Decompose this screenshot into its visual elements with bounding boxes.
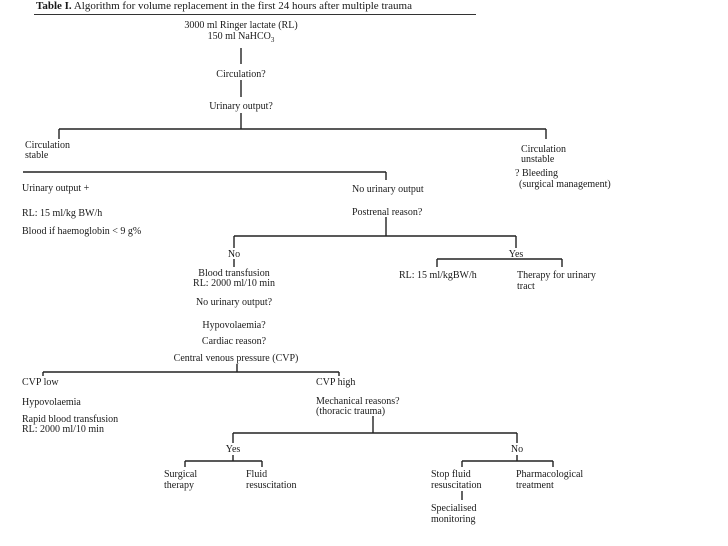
circulation-question: Circulation?: [216, 69, 266, 80]
yes-label-mechanical: Yes: [225, 444, 241, 455]
circulation-unstable-line1: Circulation: [521, 144, 566, 155]
circulation-stable-line1: Circulation: [25, 140, 70, 151]
hypovolaemia: Hypovolaemia: [22, 397, 81, 408]
bleeding-line1: ? Bleeding: [515, 168, 559, 179]
title-rule: [34, 14, 476, 15]
therapy-urinary-tract-line1: Therapy for urinary: [517, 270, 596, 281]
pharmacological-treatment-line2: treatment: [516, 480, 554, 491]
hypovolaemia-question: Hypovolaemia?: [202, 320, 266, 331]
postrenal-reason-question: Postrenal reason?: [352, 207, 423, 218]
blood-if-haemoglobin: Blood if haemoglobin < 9 g%: [22, 226, 142, 237]
central-venous-pressure: Central venous pressure (CVP): [173, 353, 299, 364]
rl-2000-ml-rapid: RL: 2000 ml/10 min: [22, 424, 104, 435]
circulation-unstable-line2: unstable: [521, 154, 555, 165]
urinary-output-question: Urinary output?: [209, 101, 273, 112]
no-urinary-output: No urinary output: [352, 184, 424, 195]
blood-transfusion: Blood transfusion: [198, 268, 270, 279]
pharmacological-treatment-line1: Pharmacological: [516, 469, 584, 480]
table-title: Table I. Algorithm for volume replacemen…: [36, 0, 412, 13]
mechanical-reasons-line2: (thoracic trauma): [316, 406, 386, 417]
start-nahco3: 150 ml NaHCO3: [208, 31, 275, 46]
mechanical-reasons-line1: Mechanical reasons?: [316, 396, 400, 407]
rl-2000-ml: RL: 2000 ml/10 min: [193, 278, 275, 289]
fluid-resuscitation-line2: resuscitation: [246, 480, 297, 491]
stop-fluid-resuscitation-line2: resuscitation: [431, 480, 482, 491]
rl-15-kgbw: RL: 15 ml/kgBW/h: [399, 270, 477, 281]
specialised-monitoring-line1: Specialised: [431, 503, 477, 514]
table-label: Table I.: [36, 0, 72, 12]
no-label-postrenal: No: [227, 249, 241, 260]
stop-fluid-resuscitation-line1: Stop fluid: [431, 469, 471, 480]
start-nahco3-text: 150 ml NaHCO: [207, 31, 271, 42]
bleeding-line2: (surgical management): [519, 179, 611, 190]
yes-label-postrenal: Yes: [508, 249, 524, 260]
cardiac-reason-question: Cardiac reason?: [201, 336, 267, 347]
urinary-output-plus: Urinary output +: [22, 183, 90, 194]
no-label-mechanical: No: [510, 444, 524, 455]
surgical-therapy-line2: therapy: [164, 480, 194, 491]
start-nahco3-subscript: 3: [270, 36, 275, 44]
start-ringer-lactate: 3000 ml Ringer lactate (RL): [184, 20, 298, 31]
circulation-stable-line2: stable: [25, 150, 49, 161]
rapid-blood-transfusion: Rapid blood transfusion: [22, 414, 119, 425]
fluid-resuscitation-line1: Fluid: [246, 469, 268, 480]
therapy-urinary-tract-line2: tract: [517, 281, 535, 292]
specialised-monitoring-line2: monitoring: [431, 514, 476, 525]
rl-15-bw: RL: 15 ml/kg BW/h: [22, 208, 103, 219]
cvp-low: CVP low: [22, 377, 59, 388]
no-urinary-output-question: No urinary output?: [195, 297, 273, 308]
cvp-high: CVP high: [316, 377, 356, 388]
surgical-therapy-line1: Surgical: [164, 469, 198, 480]
table-title-text: Algorithm for volume replacement in the …: [73, 0, 412, 12]
